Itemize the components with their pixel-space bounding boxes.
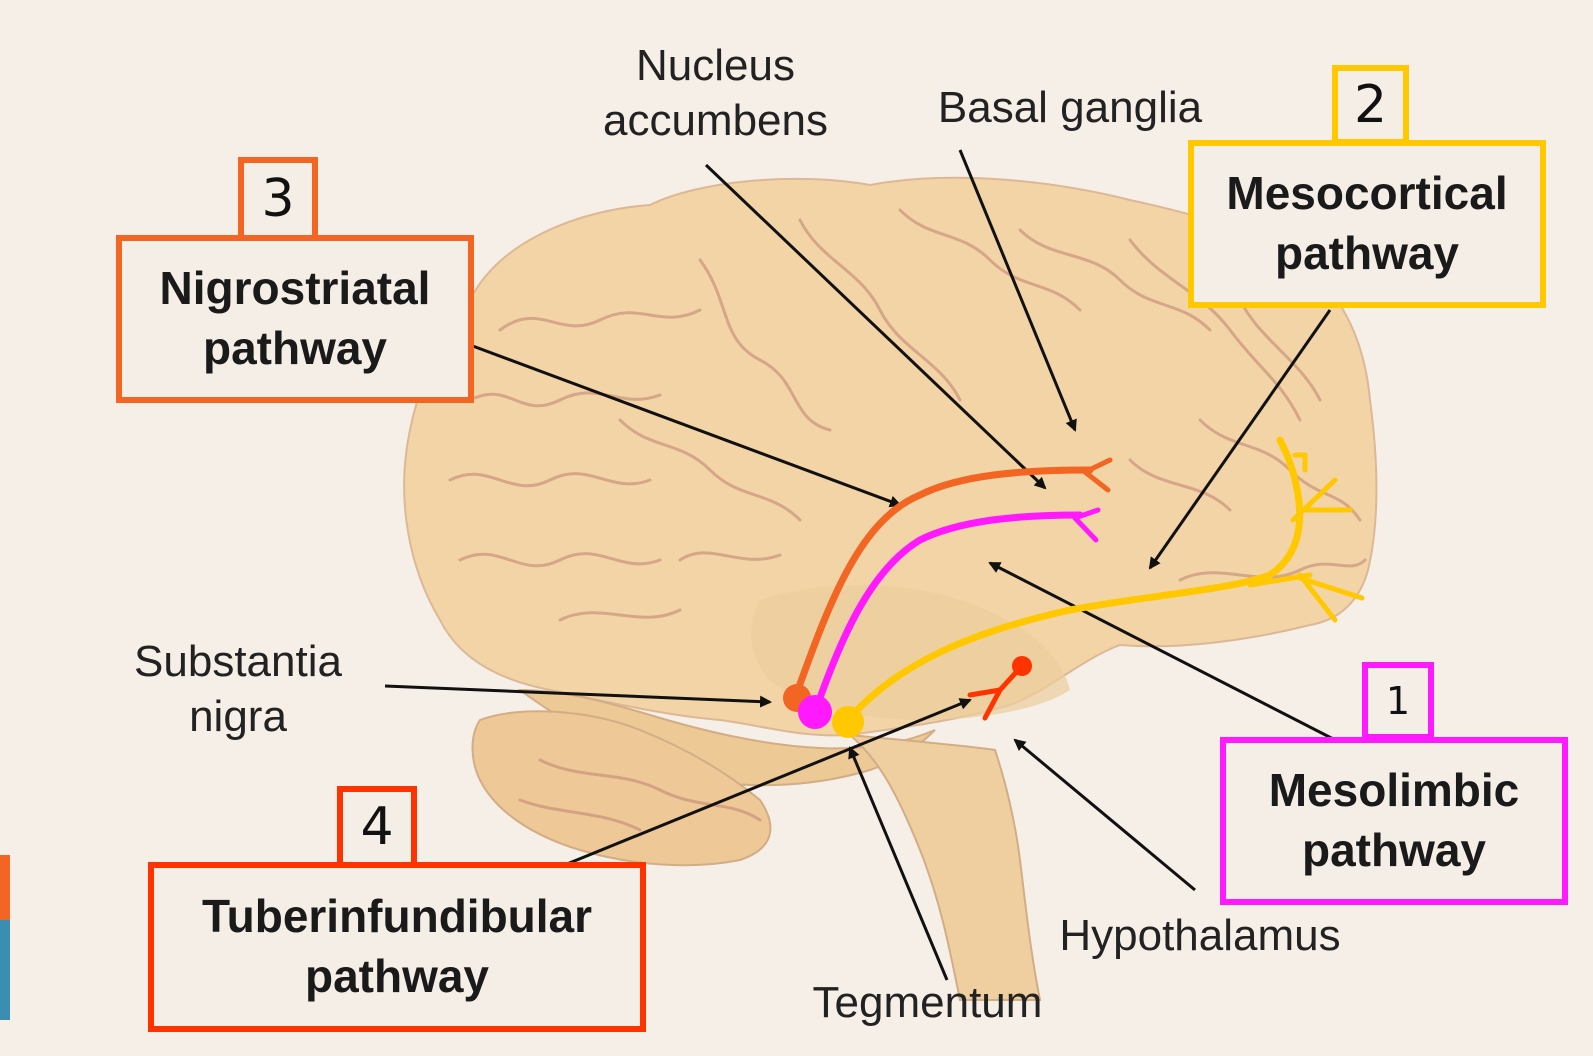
pathway-1-number-box: 1	[1362, 662, 1434, 740]
label-substantia-nigra-line2: nigra	[118, 689, 358, 744]
pathway-3-number-box: 3	[238, 157, 318, 241]
pathway-2-number: 2	[1354, 75, 1387, 135]
pathway-2-label-box: Mesocortical pathway	[1188, 140, 1546, 308]
pathway-3-label-box: Nigrostriatal pathway	[116, 235, 474, 403]
pathway-3-number: 3	[261, 169, 294, 229]
pathway-4-label-box: Tuberinfundibular pathway	[148, 862, 646, 1032]
pathway-3-name-line2: pathway	[203, 319, 387, 379]
pathway-2-name-line1: Mesocortical	[1226, 164, 1507, 224]
pathway-2-name-line2: pathway	[1275, 224, 1459, 284]
pathway-1-number: 1	[1386, 679, 1410, 723]
label-substantia-nigra: Substantia nigra	[118, 634, 358, 744]
pathway-1-name-line1: Mesolimbic	[1269, 761, 1520, 821]
pathway-4-name-line1: Tuberinfundibular	[202, 887, 592, 947]
pointer-hypothalamus	[1015, 740, 1195, 890]
pathway-4-number: 4	[360, 797, 393, 857]
label-tegmentum: Tegmentum	[795, 975, 1060, 1030]
brainstem-shape	[850, 735, 1040, 1000]
label-tegmentum-text: Tegmentum	[795, 975, 1060, 1030]
pathway-4-number-box: 4	[337, 786, 417, 868]
label-nucleus-accumbens-line2: accumbens	[588, 93, 843, 148]
pathway-1-label-box: Mesolimbic pathway	[1220, 737, 1568, 905]
pathway-3-name-line1: Nigrostriatal	[160, 259, 431, 319]
label-nucleus-accumbens: Nucleus accumbens	[588, 38, 843, 148]
pathway-2-number-box: 2	[1332, 65, 1409, 145]
label-hypothalamus: Hypothalamus	[1040, 908, 1360, 963]
label-nucleus-accumbens-line1: Nucleus	[588, 38, 843, 93]
label-basal-ganglia-text: Basal ganglia	[920, 80, 1220, 135]
label-basal-ganglia: Basal ganglia	[920, 80, 1220, 135]
label-hypothalamus-text: Hypothalamus	[1040, 908, 1360, 963]
pathway-4-name-line2: pathway	[305, 947, 489, 1007]
label-substantia-nigra-line1: Substantia	[118, 634, 358, 689]
pathway-1-name-line2: pathway	[1302, 821, 1486, 881]
